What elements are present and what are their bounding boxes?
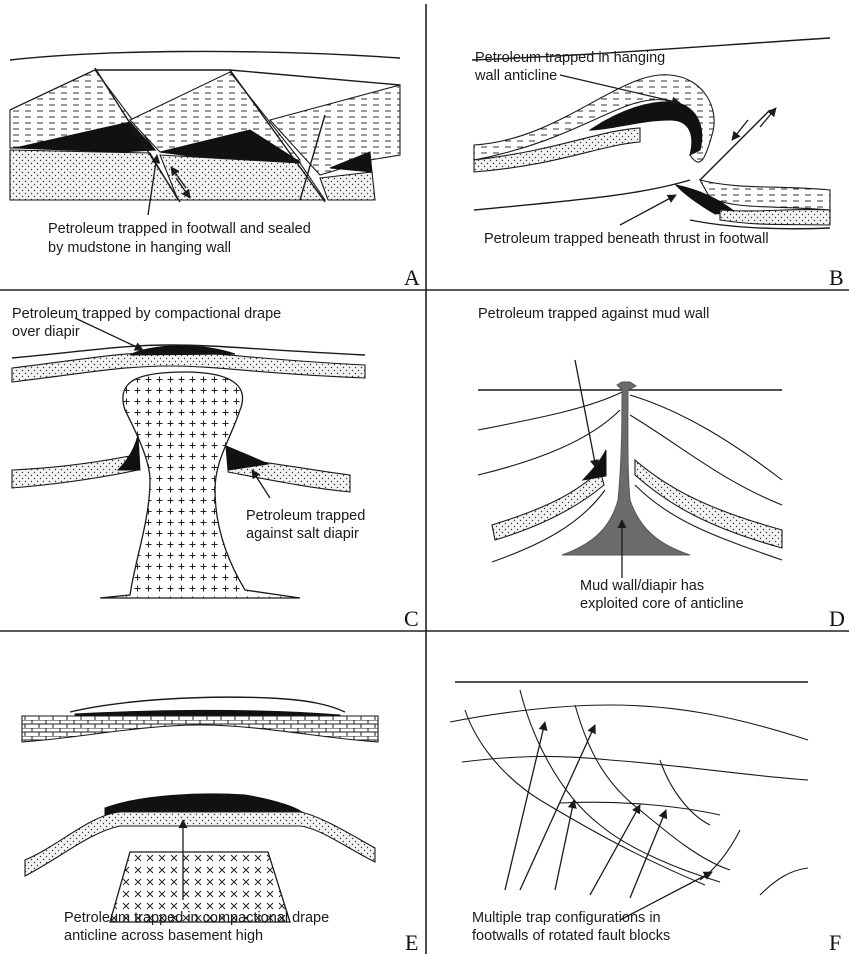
panel-b-letter: B [829, 265, 844, 290]
panel-d-caption-line-2: exploited core of anticline [580, 596, 744, 612]
panel-f-caption-line-1: Multiple trap configurations in [472, 910, 661, 926]
panel-b-label-top-line-2: wall anticline [474, 68, 557, 84]
panel-d-letter: D [829, 606, 845, 631]
panel-d-caption-line-1: Mud wall/diapir has [580, 578, 704, 594]
panel-c-letter: C [404, 606, 419, 631]
panel-a-caption-line-1: Petroleum trapped in footwall and sealed [48, 221, 311, 237]
panel-d: Petroleum trapped against mud wall Mud w… [478, 306, 845, 631]
panel-e-letter: E [405, 930, 418, 955]
panel-a: Petroleum trapped in footwall and sealed… [10, 51, 420, 290]
panel-b-label-bottom: Petroleum trapped beneath thrust in foot… [484, 231, 769, 247]
panel-d-title: Petroleum trapped against mud wall [478, 306, 709, 322]
panel-f-caption-line-2: footwalls of rotated fault blocks [472, 928, 670, 944]
panel-a-caption-line-2: by mudstone in hanging wall [48, 240, 231, 256]
panel-a-letter: A [404, 265, 420, 290]
panel-c: Petroleum trapped by compactional drape … [12, 306, 419, 631]
panel-e-caption-line-2: anticline across basement high [64, 928, 263, 944]
panel-f-letter: F [829, 930, 841, 955]
panel-f: Multiple trap configurations in footwall… [450, 682, 841, 955]
panel-e-caption-line-1: Petroleum trapped in compactional drape [64, 910, 329, 926]
panel-c-label-side-line-2: against salt diapir [246, 526, 359, 542]
panel-c-label-top-line-1: Petroleum trapped by compactional drape [12, 306, 281, 322]
panel-e: Petroleum trapped in compactional drape … [22, 697, 418, 955]
panel-b-label-top-line-1: Petroleum trapped in hanging [475, 50, 665, 66]
panel-c-label-side-line-1: Petroleum trapped [246, 508, 365, 524]
panel-b: Petroleum trapped in hanging wall anticl… [472, 38, 844, 290]
panel-c-label-top-line-2: over diapir [12, 324, 80, 340]
